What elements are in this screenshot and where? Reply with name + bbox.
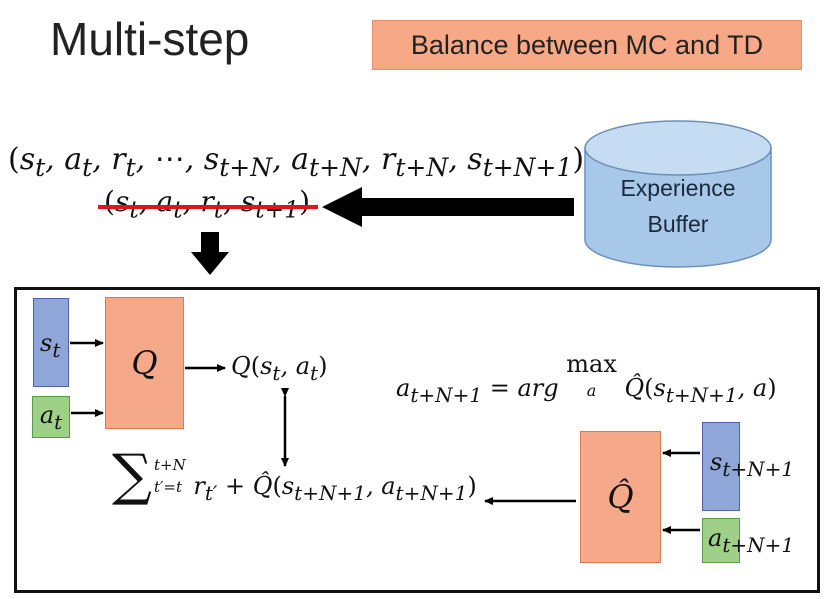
target-q-label: Q̂	[607, 478, 634, 516]
slide-title: Multi-step	[50, 13, 250, 65]
state-box: st	[33, 298, 69, 387]
experience-buffer-cylinder	[584, 120, 772, 268]
q-output-label: Q(st, at)	[231, 352, 328, 385]
next-action-box	[702, 518, 740, 563]
next-action-label: at+N+1	[708, 524, 795, 557]
next-state-box	[702, 422, 740, 511]
buffer-label-line2: Buffer	[647, 211, 709, 237]
action-box: at	[32, 396, 70, 438]
q-network-label: Q	[131, 344, 158, 382]
experience-buffer-label: Experience Buffer	[583, 170, 773, 242]
down-arrow	[191, 232, 229, 275]
next-state-label: st+N+1	[710, 448, 795, 481]
network-frame	[14, 287, 820, 593]
strikethrough-line	[98, 205, 318, 209]
balance-badge: Balance between MC and TD	[372, 20, 802, 70]
full-transition-sequence: (st, at, rt, ⋯, st+N, at+N, rt+N, st+N+1…	[8, 142, 585, 182]
target-q-network-box: Q̂	[580, 431, 661, 563]
one-step-transition-struck: (st, at, rt, st+1)	[104, 185, 310, 224]
q-network-box: Q	[105, 297, 184, 429]
buffer-label-line1: Experience	[620, 175, 736, 201]
buffer-to-sequence-arrow	[322, 187, 574, 227]
